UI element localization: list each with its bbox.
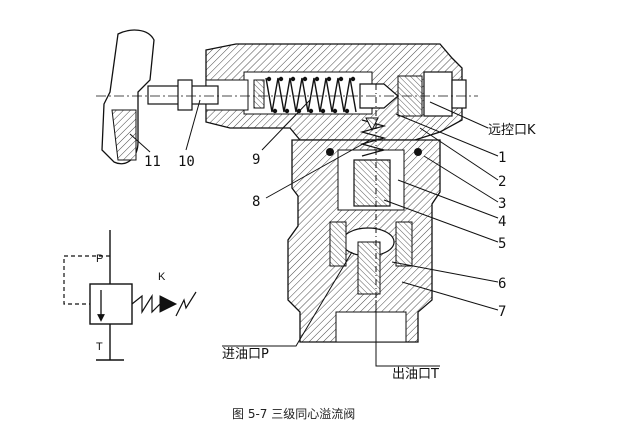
handwheel-hub <box>111 109 137 161</box>
leader-7 <box>401 281 499 311</box>
lock-nut <box>177 79 193 111</box>
callout-remote-port: 远控口K <box>488 123 536 138</box>
figure-caption: 图 5-7 三级同心溢流阀 <box>232 407 355 421</box>
symbol-zigzag <box>175 291 197 317</box>
spring-seat <box>253 79 265 109</box>
leader-2 <box>419 127 499 181</box>
remote-port-plug <box>423 71 453 117</box>
o-ring-left <box>326 148 334 156</box>
leader-remote <box>429 101 489 129</box>
plug-nut <box>451 79 467 109</box>
damper <box>365 117 379 132</box>
spring-coil-sections <box>266 76 356 114</box>
main-cone-stem <box>357 241 381 295</box>
callout-10: 10 <box>178 154 195 170</box>
callout-11: 11 <box>144 154 161 170</box>
leader-3 <box>423 155 499 203</box>
symbol-valve-box <box>89 283 133 325</box>
pilot-spring <box>265 77 357 113</box>
callout-outlet-port: 出油口T <box>392 367 439 382</box>
symbol-port-t: T <box>96 341 103 353</box>
symbol-pilot-line <box>63 255 110 305</box>
main-spring <box>359 119 387 157</box>
leader-9 <box>261 99 311 151</box>
leader-6 <box>391 261 499 283</box>
valve-sleeve <box>329 221 347 267</box>
leader-4 <box>397 179 499 219</box>
leader-outlet <box>375 300 440 367</box>
symbol-control-triangle <box>159 295 178 313</box>
symbol-port-p: P <box>96 253 103 265</box>
outlet-cavity <box>335 311 407 343</box>
valve-assembly <box>96 29 478 343</box>
leader-10 <box>185 99 201 151</box>
callout-5: 5 <box>498 236 506 252</box>
callout-3: 3 <box>498 196 506 212</box>
leader-11 <box>129 133 151 153</box>
leader-1 <box>395 113 499 157</box>
symbol-spring <box>131 293 161 315</box>
callout-inlet-port: 进油口P <box>222 347 269 362</box>
callout-6: 6 <box>498 276 506 292</box>
callout-9: 9 <box>252 152 260 168</box>
callout-1: 1 <box>498 150 506 166</box>
callout-8: 8 <box>252 194 260 210</box>
callout-2: 2 <box>498 174 506 190</box>
leader-5 <box>383 199 499 243</box>
hydraulic-symbol: P K T <box>63 230 197 361</box>
main-valve-core <box>353 159 391 207</box>
leader-lines <box>129 99 499 367</box>
callout-4: 4 <box>498 214 506 230</box>
symbol-port-k: K <box>158 271 166 283</box>
leader-inlet <box>222 251 353 347</box>
callout-7: 7 <box>498 304 506 320</box>
valve-sleeve-right <box>395 221 413 267</box>
o-ring-right <box>414 148 422 156</box>
leader-8 <box>265 139 371 199</box>
